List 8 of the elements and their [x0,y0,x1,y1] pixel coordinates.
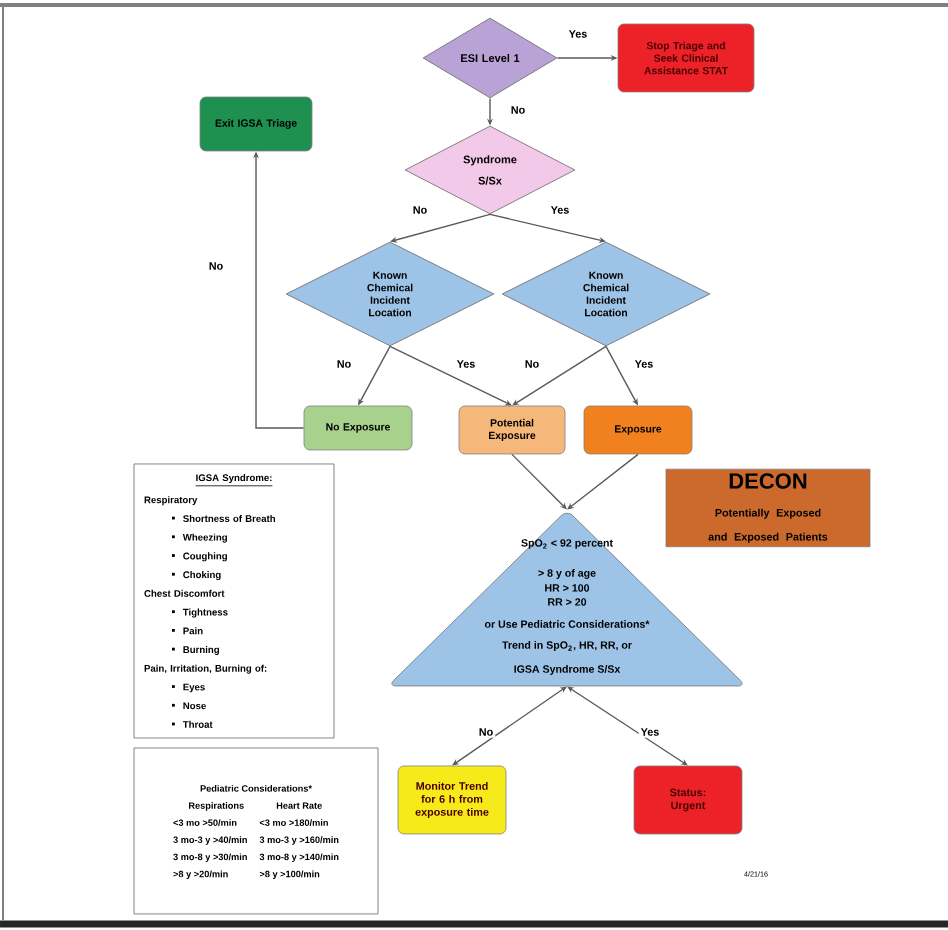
arrow [512,345,607,406]
arrow [489,213,606,243]
arrow [389,345,512,406]
arrow [511,453,567,510]
arrow [452,686,567,766]
arrow [567,453,639,510]
arrow [390,213,491,243]
arrow [567,686,688,766]
